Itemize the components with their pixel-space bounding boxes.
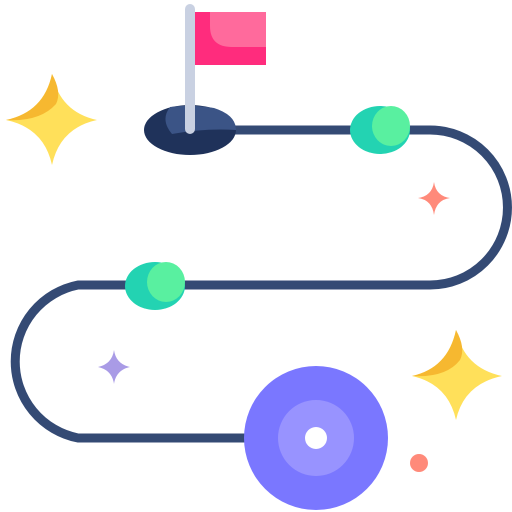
flag-pole	[185, 4, 195, 134]
goal-hole-highlight	[165, 105, 236, 134]
checkpoint-top-highlight	[372, 106, 410, 146]
sparkle-gold-top-left	[6, 74, 97, 165]
route-path	[10, 125, 512, 443]
sparkle-purple	[98, 350, 130, 384]
dot-coral	[410, 454, 428, 472]
sparkle-gold-bottom-right	[412, 330, 502, 420]
sparkle-coral	[418, 182, 450, 215]
checkpoint-middle-highlight	[147, 262, 185, 302]
flag-cloth-highlight	[210, 12, 266, 47]
sparkle-gold-top-left-shade	[6, 74, 59, 121]
sparkle-gold-bottom-right-shade	[412, 330, 463, 377]
start-point-center	[305, 427, 327, 449]
